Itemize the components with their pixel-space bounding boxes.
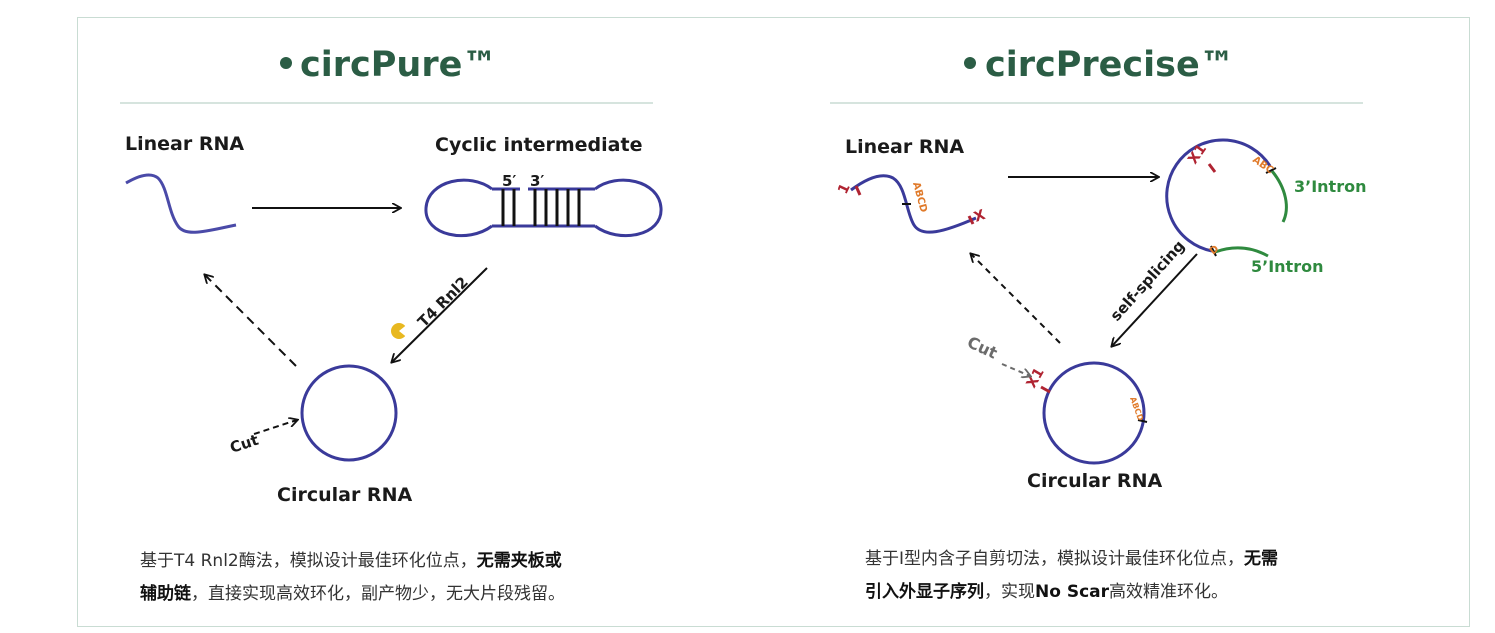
- cut-label: Cut: [228, 431, 261, 457]
- circpure-panel: circPure™ Linear RNA Cyclic intermediate…: [120, 45, 663, 506]
- circpure-description: 基于T4 Rnl2酶法，模拟设计最佳环化位点，无需夹板或 辅助链，直接实现高效环…: [140, 551, 565, 604]
- self-splicing-arrow: [1112, 253, 1198, 346]
- five-intron-label: 5’Intron: [1251, 257, 1323, 276]
- abc-label: ABC: [1250, 154, 1275, 176]
- x1-junction-mark: [1040, 385, 1051, 394]
- abcd-label: ABCD: [910, 181, 929, 214]
- circular-rna-shape: [300, 364, 398, 462]
- d-label: D: [1208, 244, 1221, 258]
- circular-rna-label: Circular RNA: [277, 484, 412, 506]
- cut-label: Cut: [964, 332, 1000, 362]
- cyclic-intermediate-diagram: [424, 178, 663, 238]
- three-prime-label: 3′: [530, 172, 544, 190]
- circular-rna-label: Circular RNA: [1027, 470, 1162, 492]
- linear-rna-label: Linear RNA: [125, 133, 244, 155]
- segment-x1-label: X1: [1185, 141, 1210, 167]
- circprecise-panel: circPrecise™ Linear RNA 1 ABCD X X1 ABC …: [830, 45, 1366, 492]
- title-bullet-icon: [280, 57, 292, 69]
- segment-1-mark: [854, 185, 862, 196]
- circprecise-description: 基于I型内含子自剪切法，模拟设计最佳环化位点，无需 引入外显子序列，实现No S…: [865, 549, 1279, 602]
- enzyme-icon: [391, 323, 409, 339]
- cut-arrow: [1001, 363, 1030, 376]
- linear-rna-strand: [125, 173, 237, 234]
- recycle-dashed-arrow: [971, 254, 1061, 344]
- segment-1-label: 1: [835, 181, 854, 197]
- cyclic-intermediate-label: Cyclic intermediate: [435, 134, 642, 156]
- segment-x-mark: [967, 215, 975, 225]
- five-prime-label: 5′: [502, 172, 516, 190]
- title-bullet-icon: [964, 57, 976, 69]
- abcd-junction-mark: [1137, 419, 1148, 423]
- segment-x-label: X: [972, 207, 988, 226]
- circprecise-title: circPrecise™: [985, 45, 1235, 85]
- t4-rnl2-label: T4 Rnl2: [414, 273, 472, 331]
- content-frame: [77, 17, 1470, 627]
- self-splicing-label: self-splicing: [1107, 237, 1189, 325]
- splicing-intermediate-diagram: [1165, 138, 1288, 258]
- enzyme-arrow: [392, 267, 488, 362]
- circular-rna-shape: [1042, 361, 1146, 465]
- three-intron-label: 3’Intron: [1294, 177, 1366, 196]
- cut-arrow: [253, 420, 297, 435]
- circpure-title: circPure™: [300, 45, 497, 85]
- recycle-dashed-arrow: [205, 275, 297, 367]
- linear-rna-label: Linear RNA: [845, 136, 964, 158]
